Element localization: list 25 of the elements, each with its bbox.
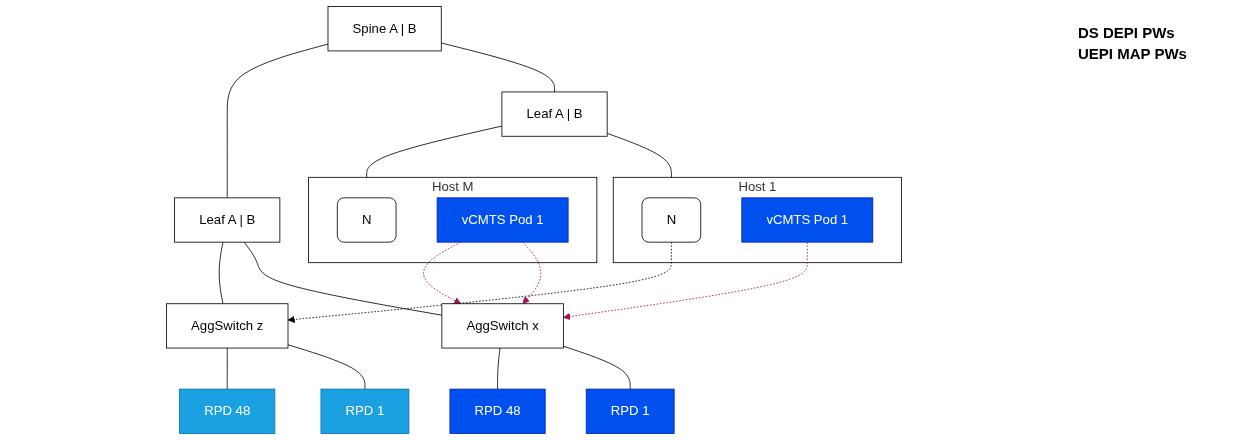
node-box: RPD 48 bbox=[179, 388, 276, 434]
edge-note: UEPI MAP PWs bbox=[1078, 45, 1188, 62]
connector bbox=[497, 347, 501, 390]
node-box: vCMTS Pod 1 bbox=[436, 197, 569, 243]
connector bbox=[366, 125, 503, 178]
node-box: AggSwitch z bbox=[166, 303, 289, 349]
node-box: Spine A | B bbox=[327, 6, 442, 52]
node-box: N bbox=[641, 197, 702, 243]
node-box: AggSwitch x bbox=[441, 303, 564, 349]
node-box: Leaf A | B bbox=[501, 91, 608, 137]
connector bbox=[226, 43, 329, 199]
connector bbox=[440, 42, 555, 93]
node-box: RPD 1 bbox=[585, 388, 675, 434]
node-box: N bbox=[336, 197, 397, 243]
connector bbox=[218, 241, 224, 305]
connector bbox=[243, 241, 443, 316]
node-box: RPD 1 bbox=[320, 388, 410, 434]
connector bbox=[226, 347, 228, 390]
connector bbox=[287, 344, 366, 390]
edge-note: DS DEPI PWs bbox=[1078, 24, 1176, 41]
node-box: RPD 48 bbox=[449, 388, 546, 434]
connector bbox=[562, 345, 631, 390]
connector bbox=[606, 132, 672, 178]
node-box: Leaf A | B bbox=[174, 197, 281, 243]
node-box: vCMTS Pod 1 bbox=[741, 197, 874, 243]
